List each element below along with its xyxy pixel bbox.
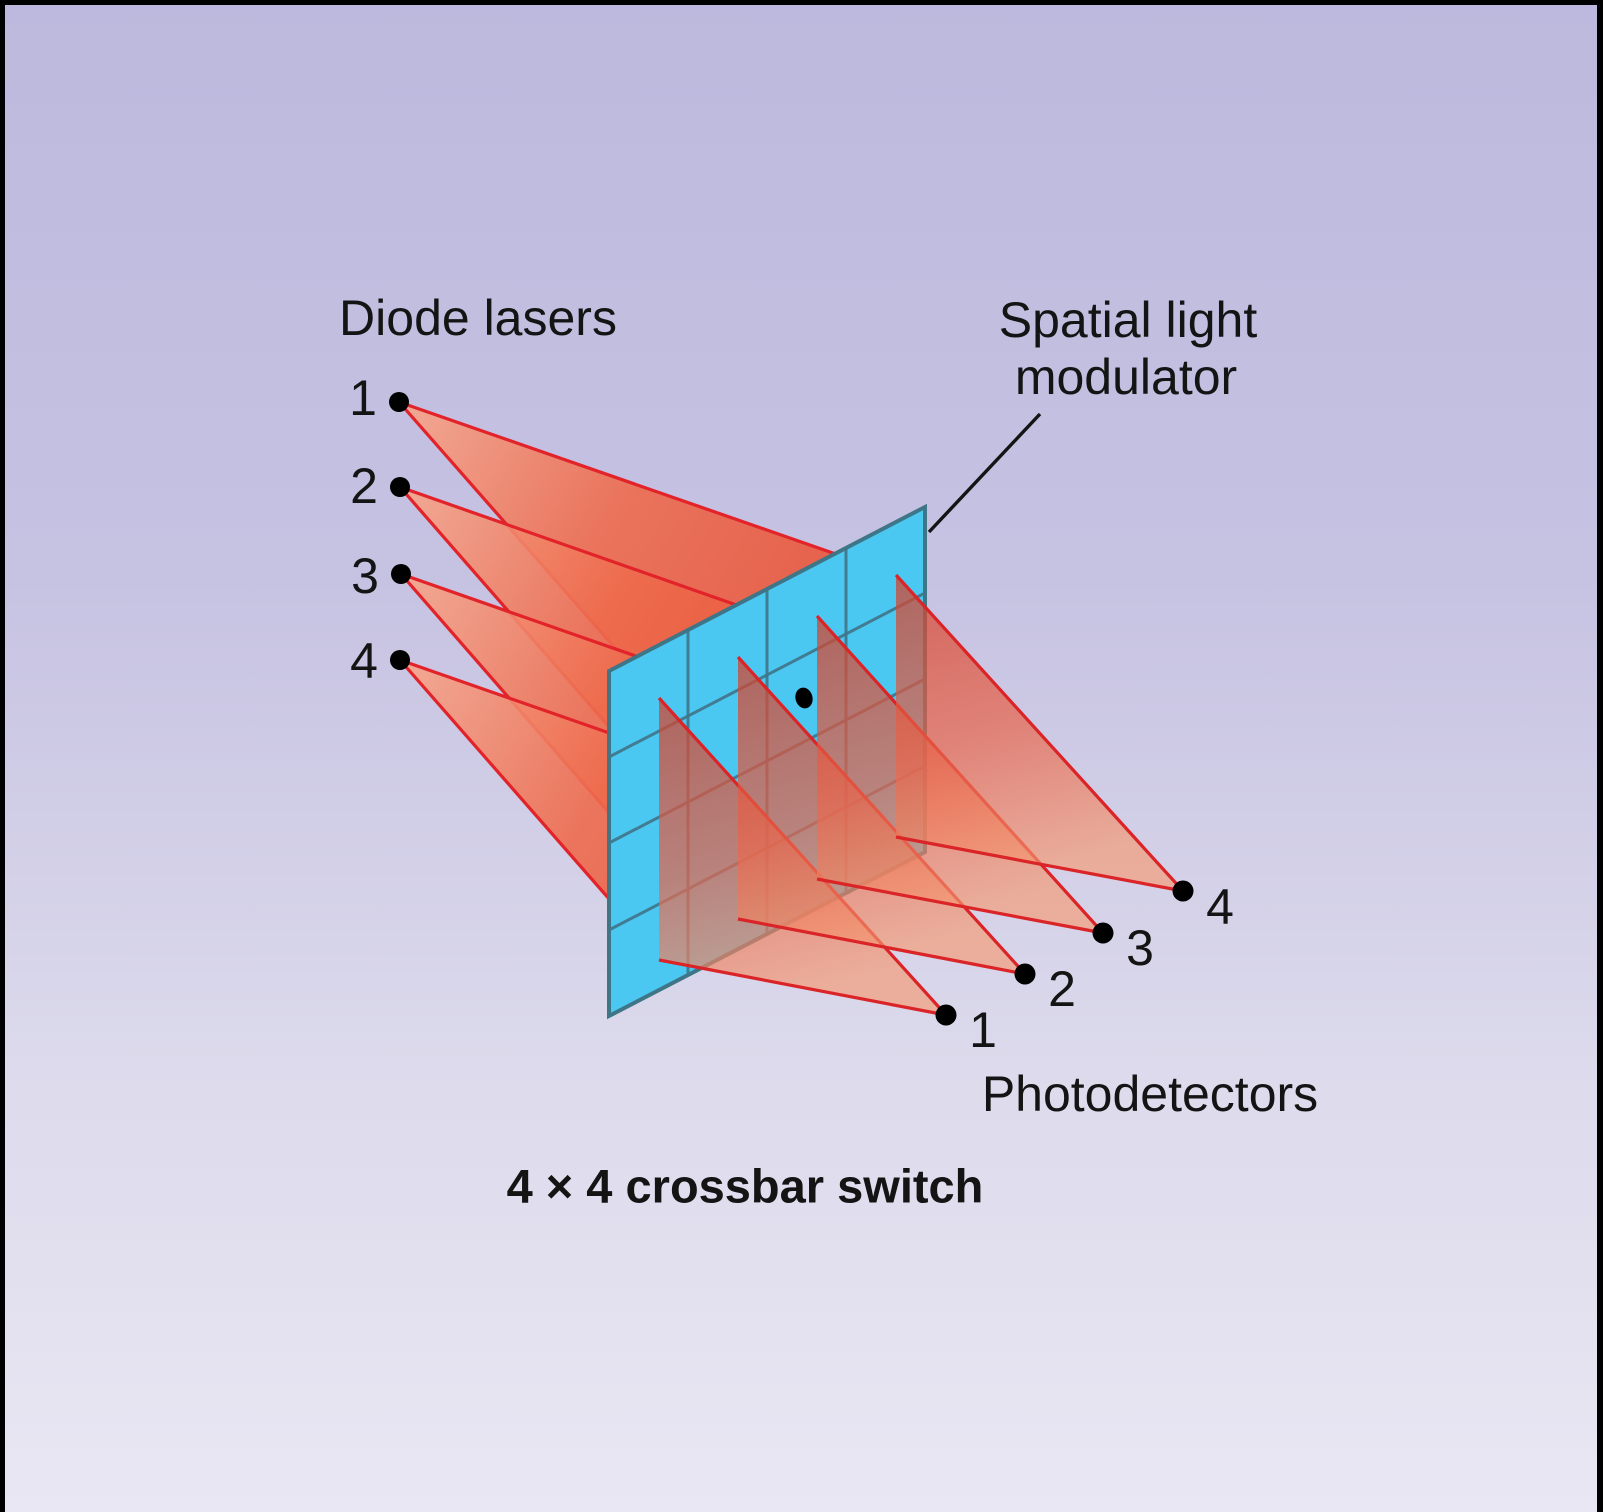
laser-dot-3 <box>391 564 411 584</box>
photodetector-dot-2 <box>1014 963 1036 985</box>
photodetector-dot-4 <box>1172 880 1194 902</box>
diode-lasers: 1 2 3 4 <box>349 370 411 689</box>
photodetector-dot-3 <box>1092 922 1114 944</box>
frame-border-left <box>0 0 5 1512</box>
photodetectors-label: Photodetectors <box>982 1066 1318 1122</box>
output-beam-fans <box>657 573 1185 1017</box>
figure-caption: 4 × 4 crossbar switch <box>507 1160 984 1213</box>
photodetector-label-2: 2 <box>1048 961 1076 1017</box>
laser-dot-4 <box>390 650 410 670</box>
slm-leader-line <box>927 412 1042 534</box>
slm-label-line1: Spatial light <box>999 292 1258 348</box>
photodetector-label-3: 3 <box>1126 920 1154 976</box>
photodetector-dot-1 <box>935 1004 957 1026</box>
laser-label-1: 1 <box>349 370 377 426</box>
laser-dot-2 <box>390 477 410 497</box>
photodetectors: 1 2 3 4 <box>935 879 1234 1058</box>
slm-cell-dot <box>795 687 813 709</box>
frame-border-top <box>0 0 1603 5</box>
laser-label-2: 2 <box>350 458 378 514</box>
photodetector-label-4: 4 <box>1206 879 1234 935</box>
photodetector-label-1: 1 <box>969 1002 997 1058</box>
frame-border-right <box>1597 0 1603 1512</box>
diode-lasers-label: Diode lasers <box>339 290 617 346</box>
slm-label-line2: modulator <box>1015 349 1237 405</box>
laser-dot-1 <box>389 392 409 412</box>
laser-label-3: 3 <box>351 548 379 604</box>
laser-label-4: 4 <box>350 633 378 689</box>
